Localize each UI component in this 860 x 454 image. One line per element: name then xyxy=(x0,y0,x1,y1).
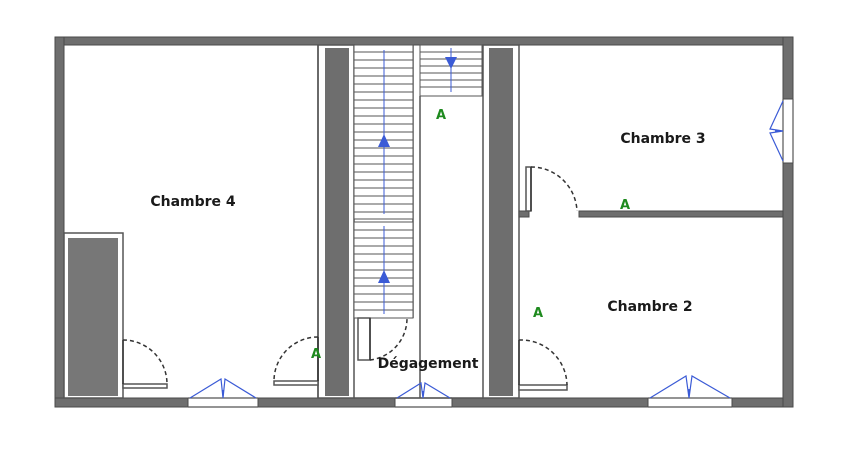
window-icon xyxy=(648,375,732,408)
arrow-up-icon xyxy=(378,134,390,147)
wall-bottom-mid-1 xyxy=(257,397,396,408)
door-swing-icon xyxy=(525,166,578,212)
arrow-up-icon xyxy=(378,270,390,283)
staircase-lower xyxy=(353,221,414,319)
window-icon xyxy=(395,381,452,408)
outer-walls xyxy=(54,36,794,408)
staircase-short xyxy=(419,44,483,97)
wall-bottom-left xyxy=(54,397,189,408)
window-icon xyxy=(769,99,794,163)
wall-top xyxy=(54,36,794,46)
door-swing-icon xyxy=(518,339,568,391)
marker-a-chambre-2: A xyxy=(533,306,543,321)
wall-bottom-mid-2 xyxy=(451,397,649,408)
room-label-chambre-2: Chambre 2 xyxy=(607,299,692,315)
marker-a-corridor: A xyxy=(436,108,446,123)
partition-fill-right xyxy=(489,48,513,396)
room-label-degagement: Dégagement xyxy=(378,356,479,372)
room-label-chambre-3: Chambre 3 xyxy=(620,131,705,147)
arrow-down-icon xyxy=(445,57,457,69)
window-icon xyxy=(188,377,258,408)
partition-fill-left xyxy=(325,48,349,396)
marker-a-chambre-4-door: A xyxy=(311,347,321,362)
room-label-chambre-4: Chambre 4 xyxy=(150,194,236,210)
wall-chambre3-chambre2 xyxy=(518,210,784,218)
door-swing-icon xyxy=(273,336,319,386)
door-swing-icon xyxy=(369,317,408,361)
marker-a-chambre-3: A xyxy=(620,198,630,213)
door-swing-icon xyxy=(122,339,168,389)
wall-right-bottom xyxy=(782,162,794,408)
closet-chambre4 xyxy=(63,232,124,399)
wall-left xyxy=(54,36,65,408)
staircase-upper xyxy=(353,44,414,220)
wall-right-top xyxy=(782,36,794,100)
partition-fills xyxy=(325,48,513,396)
